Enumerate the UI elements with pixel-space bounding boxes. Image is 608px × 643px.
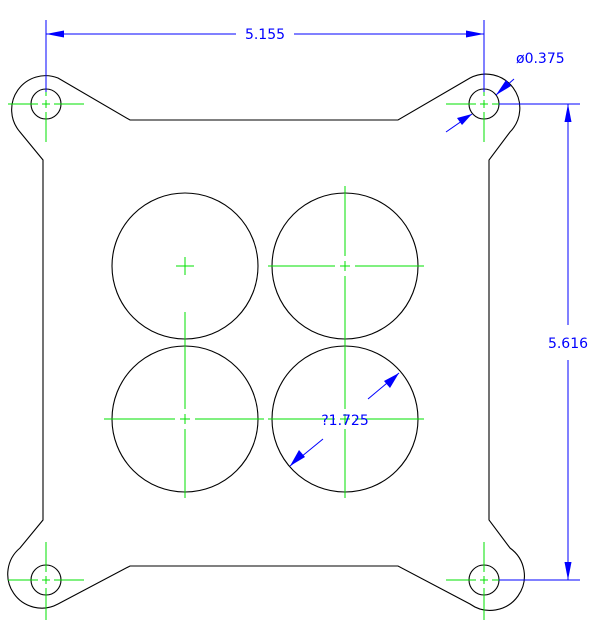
centerlines — [8, 66, 522, 620]
centerline-bolt-bottom-left — [8, 542, 84, 620]
centerline-bore-bottom-right — [268, 345, 424, 498]
centerline-bore-top-right — [268, 186, 424, 345]
height-dimension-label: 5.616 — [548, 336, 588, 352]
width-dimension: 5.155 — [45, 20, 485, 92]
centerline-bore-bottom-left — [104, 312, 264, 498]
bolt-holes — [30, 88, 500, 596]
bolt-hole-diameter-dimension: ø0.375 — [445, 51, 565, 133]
bolt-hole-diameter-label: ø0.375 — [516, 51, 565, 67]
width-dimension-label: 5.155 — [245, 27, 285, 43]
centerline-bolt-bottom-right — [446, 542, 522, 620]
bores — [111, 192, 419, 493]
bore-diameter-label: ?1.725 — [321, 413, 369, 429]
centerline-bore-top-left — [176, 257, 194, 275]
plate-outline — [7, 73, 525, 611]
bore-diameter-dimension: ?1.725 — [289, 372, 400, 467]
height-dimension: 5.616 — [499, 103, 588, 581]
